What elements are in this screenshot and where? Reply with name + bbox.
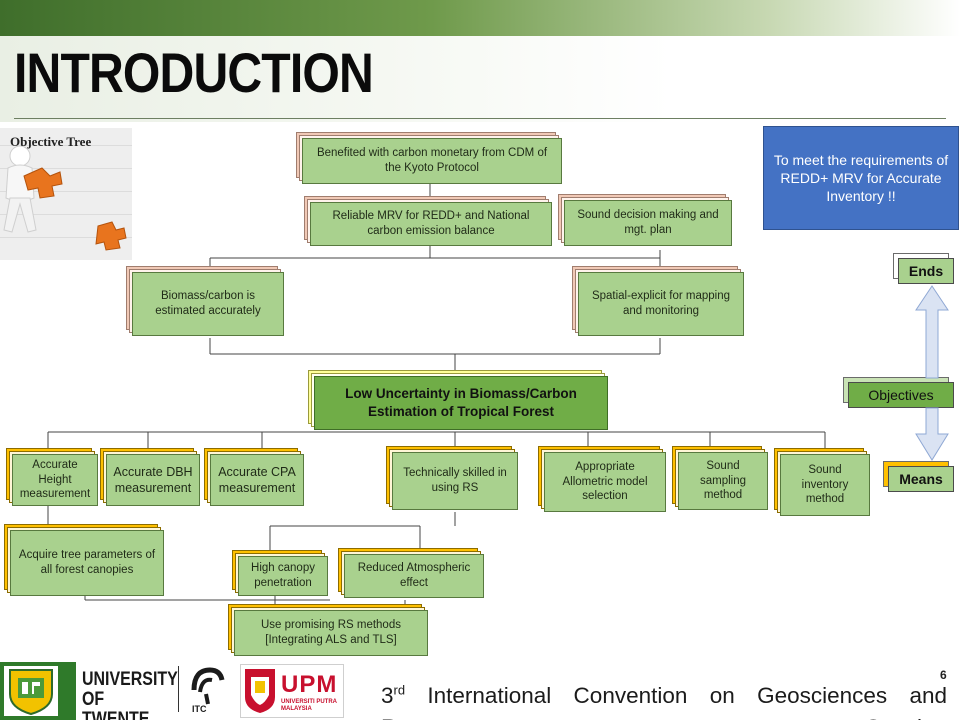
node-high-canopy: High canopy penetration <box>232 550 328 596</box>
node-promising-rs-methods: Use promising RS methods [Integrating AL… <box>228 604 428 656</box>
upm-crest-icon <box>245 669 275 713</box>
node-sound-decision: Sound decision making and mgt. plan <box>558 194 732 246</box>
requirements-note: To meet the requirements of REDD+ MRV fo… <box>763 126 959 230</box>
upm-logo: UPM UNIVERSITI PUTRA MALAYSIA <box>240 664 344 718</box>
node-accurate-cpa: Accurate CPA measurement <box>204 448 304 506</box>
node-acquire-tree-parameters: Acquire tree parameters of all forest ca… <box>4 524 164 596</box>
node-biomass-estimated: Biomass/carbon is estimated accurately <box>126 266 284 336</box>
footer-ordinal: 3 <box>381 683 394 708</box>
node-top-benefited: Benefited with carbon monetary from CDM … <box>296 132 562 184</box>
footer: UNIVERSITY OF TWENTE. ITC UPM UNIVERSITI… <box>0 662 960 720</box>
node-central-objective: Low Uncertainty in Biomass/Carbon Estima… <box>308 370 608 430</box>
title-rule <box>14 118 946 119</box>
node-reduced-atmospheric: Reduced Atmospheric effect <box>338 548 484 598</box>
itc-logo-label: ITC <box>192 704 207 714</box>
objective-tree-thumbnail: Objective Tree <box>0 128 132 260</box>
node-accurate-height: Accurate Height measurement <box>6 448 98 506</box>
thumbnail-label: Objective Tree <box>10 134 92 149</box>
node-accurate-dbh: Accurate DBH measurement <box>100 448 200 506</box>
upm-wordmark: UPM <box>281 671 338 698</box>
footer-text: International Convention on Geosciences … <box>381 683 947 720</box>
header-topline <box>0 0 960 36</box>
legend-objectives: Objectives <box>843 377 954 408</box>
upm-fullname: UNIVERSITI PUTRA MALAYSIA <box>281 699 337 712</box>
logo-divider <box>178 666 179 712</box>
footer-ordinal-suffix: rd <box>393 682 406 698</box>
figure-with-puzzle-icon <box>3 146 127 251</box>
node-sound-sampling: Sound sampling method <box>672 446 768 510</box>
tree-connectors <box>47 184 826 606</box>
itc-logo-icon <box>191 667 225 705</box>
university-twente-logo: UNIVERSITY OF TWENTE. <box>82 669 178 720</box>
legend-means: Means <box>883 461 954 492</box>
legend-ends: Ends <box>893 253 954 284</box>
slide-title: INTRODUCTION <box>14 41 374 104</box>
node-skilled-rs: Technically skilled in using RS <box>386 446 518 510</box>
footer-convention-title: 3rd International Convention on Geoscien… <box>381 680 947 720</box>
node-allometric-model: Appropriate Allometric model selection <box>538 446 666 512</box>
node-sound-inventory: Sound inventory method <box>774 448 870 516</box>
page-number: 6 <box>940 668 947 682</box>
shield-logo-icon <box>4 666 58 716</box>
double-arrow-icon <box>915 285 949 461</box>
node-reliable-mrv: Reliable MRV for REDD+ and National carb… <box>304 196 552 246</box>
node-spatial-explicit: Spatial-explicit for mapping and monitor… <box>572 266 744 336</box>
